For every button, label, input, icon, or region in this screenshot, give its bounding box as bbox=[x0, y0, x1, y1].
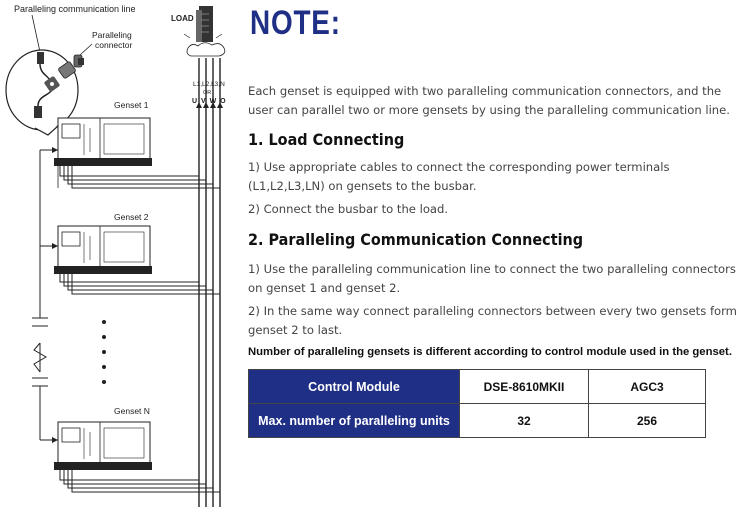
communication-line-label: Paralleling communication line bbox=[14, 4, 136, 14]
section-load-item-1: 1) Use appropriate cables to connect the… bbox=[248, 160, 670, 193]
section-comm-item-2: 2) In the same way connect paralleling c… bbox=[248, 304, 737, 337]
section-comm-item-1: 1) Use the paralleling communication lin… bbox=[248, 262, 736, 295]
section-comm-heading: 2. Paralleling Communication Connecting bbox=[248, 230, 584, 249]
section-load-heading: 1. Load Connecting bbox=[248, 130, 405, 149]
genset-2-label: Genset 2 bbox=[114, 212, 149, 222]
genset-1-label: Genset 1 bbox=[114, 100, 149, 110]
table-cell-dse: 32 bbox=[459, 403, 589, 438]
terminal-label-uvwo: U V W O bbox=[192, 98, 227, 105]
genset-2-cables bbox=[59, 274, 220, 295]
note-title: NOTE: bbox=[250, 4, 341, 42]
connector-label-line1: Paralleling bbox=[92, 30, 132, 40]
table-header-dse: DSE-8610MKII bbox=[459, 369, 589, 404]
genset-n: Genset N bbox=[54, 406, 152, 470]
table-header-row: Control Module DSE-8610MKII AGC3 bbox=[248, 369, 706, 404]
genset-paralleling-diagram: Paralleling communication line Paralleli… bbox=[5, 4, 227, 507]
genset-1-cables bbox=[59, 166, 220, 189]
connector-label-line2: connector bbox=[95, 40, 132, 50]
genset-n-cables bbox=[59, 470, 220, 493]
connector-callout bbox=[5, 49, 79, 136]
terminal-label-or: OR bbox=[203, 90, 211, 96]
control-module-table: Control Module DSE-8610MKII AGC3 Max. nu… bbox=[248, 369, 706, 438]
table-header-control-module: Control Module bbox=[248, 369, 460, 404]
table-row-label: Max. number of paralleling units bbox=[248, 403, 460, 438]
load-label: LOAD bbox=[171, 14, 194, 23]
section-load-item-2: 2) Connect the busbar to the load. bbox=[248, 202, 449, 216]
paralleling-connector-icon bbox=[73, 54, 84, 68]
terminal-label-l: L1,L2,L3,N bbox=[193, 81, 225, 88]
communication-line bbox=[32, 149, 58, 441]
table-header-agc3: AGC3 bbox=[588, 369, 706, 404]
genset-n-label: Genset N bbox=[114, 406, 150, 416]
genset-2: Genset 2 bbox=[54, 212, 152, 274]
load-icon bbox=[183, 6, 226, 57]
table-caption: Number of paralleling gensets is differe… bbox=[248, 346, 732, 358]
table-row: Max. number of paralleling units 32 256 bbox=[248, 403, 706, 438]
genset-1: Genset 1 bbox=[54, 100, 152, 188]
continuation-dots bbox=[102, 320, 106, 384]
busbar bbox=[198, 58, 221, 507]
table-cell-agc3: 256 bbox=[588, 403, 706, 438]
intro-paragraph: Each genset is equipped with two paralle… bbox=[248, 84, 730, 117]
